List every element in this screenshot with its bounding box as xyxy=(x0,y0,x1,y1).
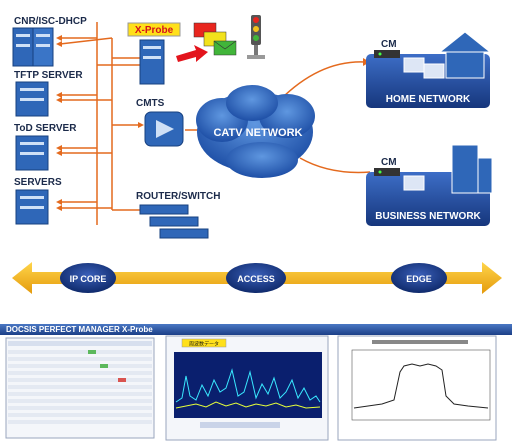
label-tftp: TFTP SERVER xyxy=(14,70,83,81)
alert-arrow-icon xyxy=(176,45,208,62)
signal-light-icon xyxy=(247,15,265,59)
business-cm-label: CM xyxy=(381,157,397,168)
screenshot-waveform xyxy=(337,335,497,441)
edge-oval xyxy=(391,263,447,293)
label-router: ROUTER/SWITCH xyxy=(136,191,220,202)
screenshot-spectrum: 周波数データ xyxy=(165,335,329,441)
label-tod: ToD SERVER xyxy=(14,123,77,134)
xprobe-label: X-Probe xyxy=(135,25,174,36)
product-banner xyxy=(0,324,512,335)
router-switch-icon xyxy=(139,204,209,239)
house-icon xyxy=(438,31,492,79)
server-generic-icon xyxy=(15,189,49,225)
spectrum-title: 周波数データ xyxy=(189,341,219,348)
business-pc-icon xyxy=(403,175,425,191)
home-network-label: HOME NETWORK xyxy=(386,94,471,105)
mail-alert-icon xyxy=(193,22,237,56)
label-servers: SERVERS xyxy=(14,177,62,188)
catv-cloud-icon xyxy=(196,85,315,178)
server-dhcp-icon xyxy=(12,27,54,67)
label-cmts: CMTS xyxy=(136,98,165,109)
home-pc-icon xyxy=(403,57,445,79)
ip-core-label: IP CORE xyxy=(70,274,107,284)
connection-lines xyxy=(59,22,371,225)
access-oval xyxy=(226,263,286,293)
xprobe-server-icon xyxy=(139,39,165,85)
cmts-icon xyxy=(144,111,184,147)
label-catv: CATV NETWORK xyxy=(213,127,302,139)
product-banner-label: DOCSIS PERFECT MANAGER X-Probe xyxy=(6,325,153,334)
server-tftp-icon xyxy=(15,81,49,117)
arrowheads xyxy=(56,35,370,211)
home-cm-label: CM xyxy=(381,39,397,50)
xprobe-label-bg xyxy=(127,22,181,37)
home-modem-icon xyxy=(374,50,400,58)
server-tod-icon xyxy=(15,135,49,171)
office-building-icon xyxy=(451,144,493,194)
edge-label: EDGE xyxy=(406,274,432,284)
access-label: ACCESS xyxy=(237,274,275,284)
business-network-label: BUSINESS NETWORK xyxy=(375,211,481,222)
ip-core-oval xyxy=(60,263,116,293)
business-modem-icon xyxy=(374,168,400,176)
screenshot-dashboard xyxy=(5,337,155,439)
label-dhcp: CNR/ISC-DHCP xyxy=(14,16,87,27)
